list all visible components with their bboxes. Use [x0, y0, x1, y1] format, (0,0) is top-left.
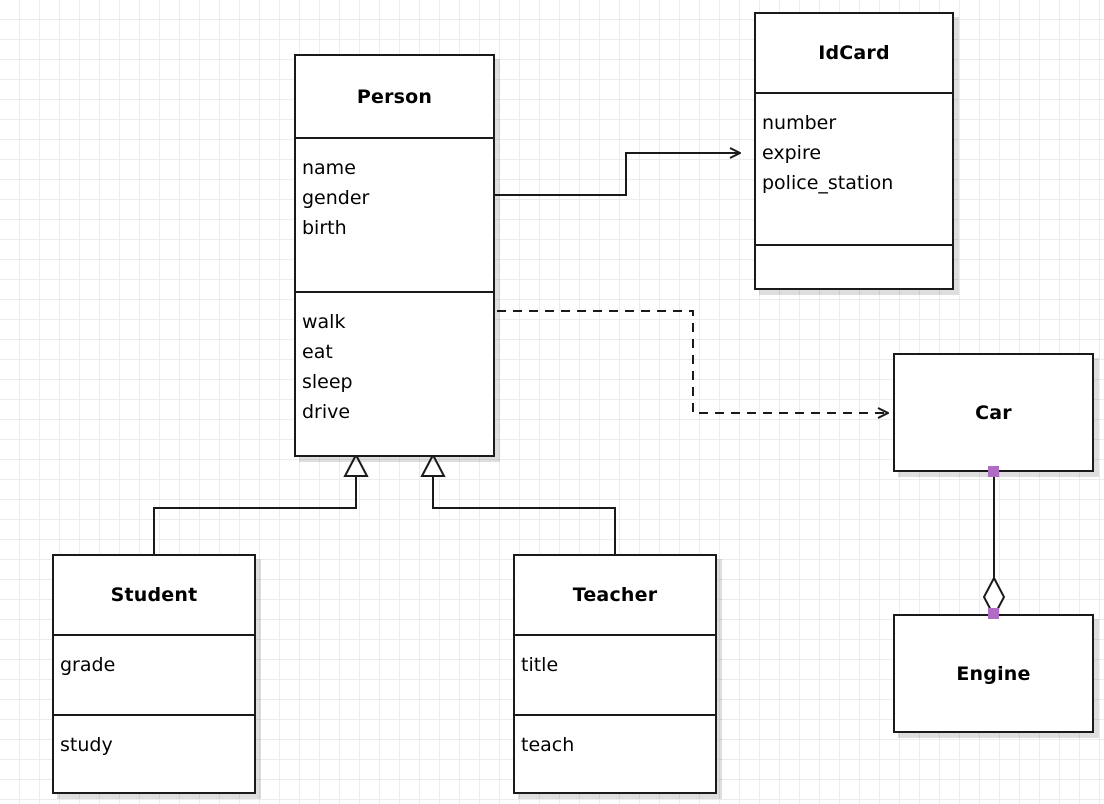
edge-car-engine: [982, 472, 1006, 619]
operation-item: drive: [302, 401, 351, 423]
class-operations-student: study: [54, 714, 254, 792]
class-name-engine: Engine: [956, 662, 1031, 685]
class-operations-person: walk eat sleep drive: [296, 291, 493, 455]
class-box-teacher[interactable]: Teacher title teach: [513, 554, 717, 794]
edge-person-car: [497, 310, 888, 413]
generalization-triangle-student: [343, 452, 369, 477]
anchor-handle-engine-top[interactable]: [988, 608, 999, 619]
attribute-item: title: [521, 654, 559, 676]
class-attributes-idcard: number expire police_station: [756, 92, 952, 244]
class-name-teacher: Teacher: [572, 584, 658, 606]
attribute-item: police_station: [762, 172, 894, 194]
attribute-item: gender: [302, 187, 370, 209]
class-box-student[interactable]: Student grade study: [52, 554, 256, 794]
class-box-person[interactable]: Person name gender birth walk eat sleep …: [294, 54, 495, 457]
attribute-item: grade: [60, 654, 116, 676]
class-name-idcard: IdCard: [818, 42, 890, 64]
attribute-item: number: [762, 112, 837, 134]
generalization-triangle-teacher: [420, 452, 446, 477]
class-attributes-person: name gender birth: [296, 137, 493, 291]
class-name-person: Person: [356, 85, 433, 108]
class-box-car[interactable]: Car: [893, 353, 1094, 472]
class-operations-idcard: [756, 244, 952, 288]
attribute-item: expire: [762, 142, 822, 164]
operation-item: teach: [521, 734, 575, 756]
operation-item: study: [60, 734, 113, 756]
attribute-item: name: [302, 157, 356, 179]
edge-student-person: [153, 452, 369, 554]
anchor-handle-car-bottom[interactable]: [988, 466, 999, 477]
operation-item: walk: [302, 311, 346, 333]
class-operations-teacher: teach: [515, 714, 715, 792]
class-box-idcard[interactable]: IdCard number expire police_station: [754, 12, 954, 290]
operation-item: sleep: [302, 371, 353, 393]
operation-item: eat: [302, 341, 333, 363]
edge-person-idcard: [495, 153, 740, 196]
class-box-engine[interactable]: Engine: [893, 614, 1094, 733]
class-attributes-teacher: title: [515, 634, 715, 714]
class-name-car: Car: [975, 401, 1012, 424]
edge-teacher-person: [420, 452, 616, 554]
attribute-item: birth: [302, 217, 347, 239]
class-attributes-student: grade: [54, 634, 254, 714]
class-name-student: Student: [110, 584, 198, 606]
